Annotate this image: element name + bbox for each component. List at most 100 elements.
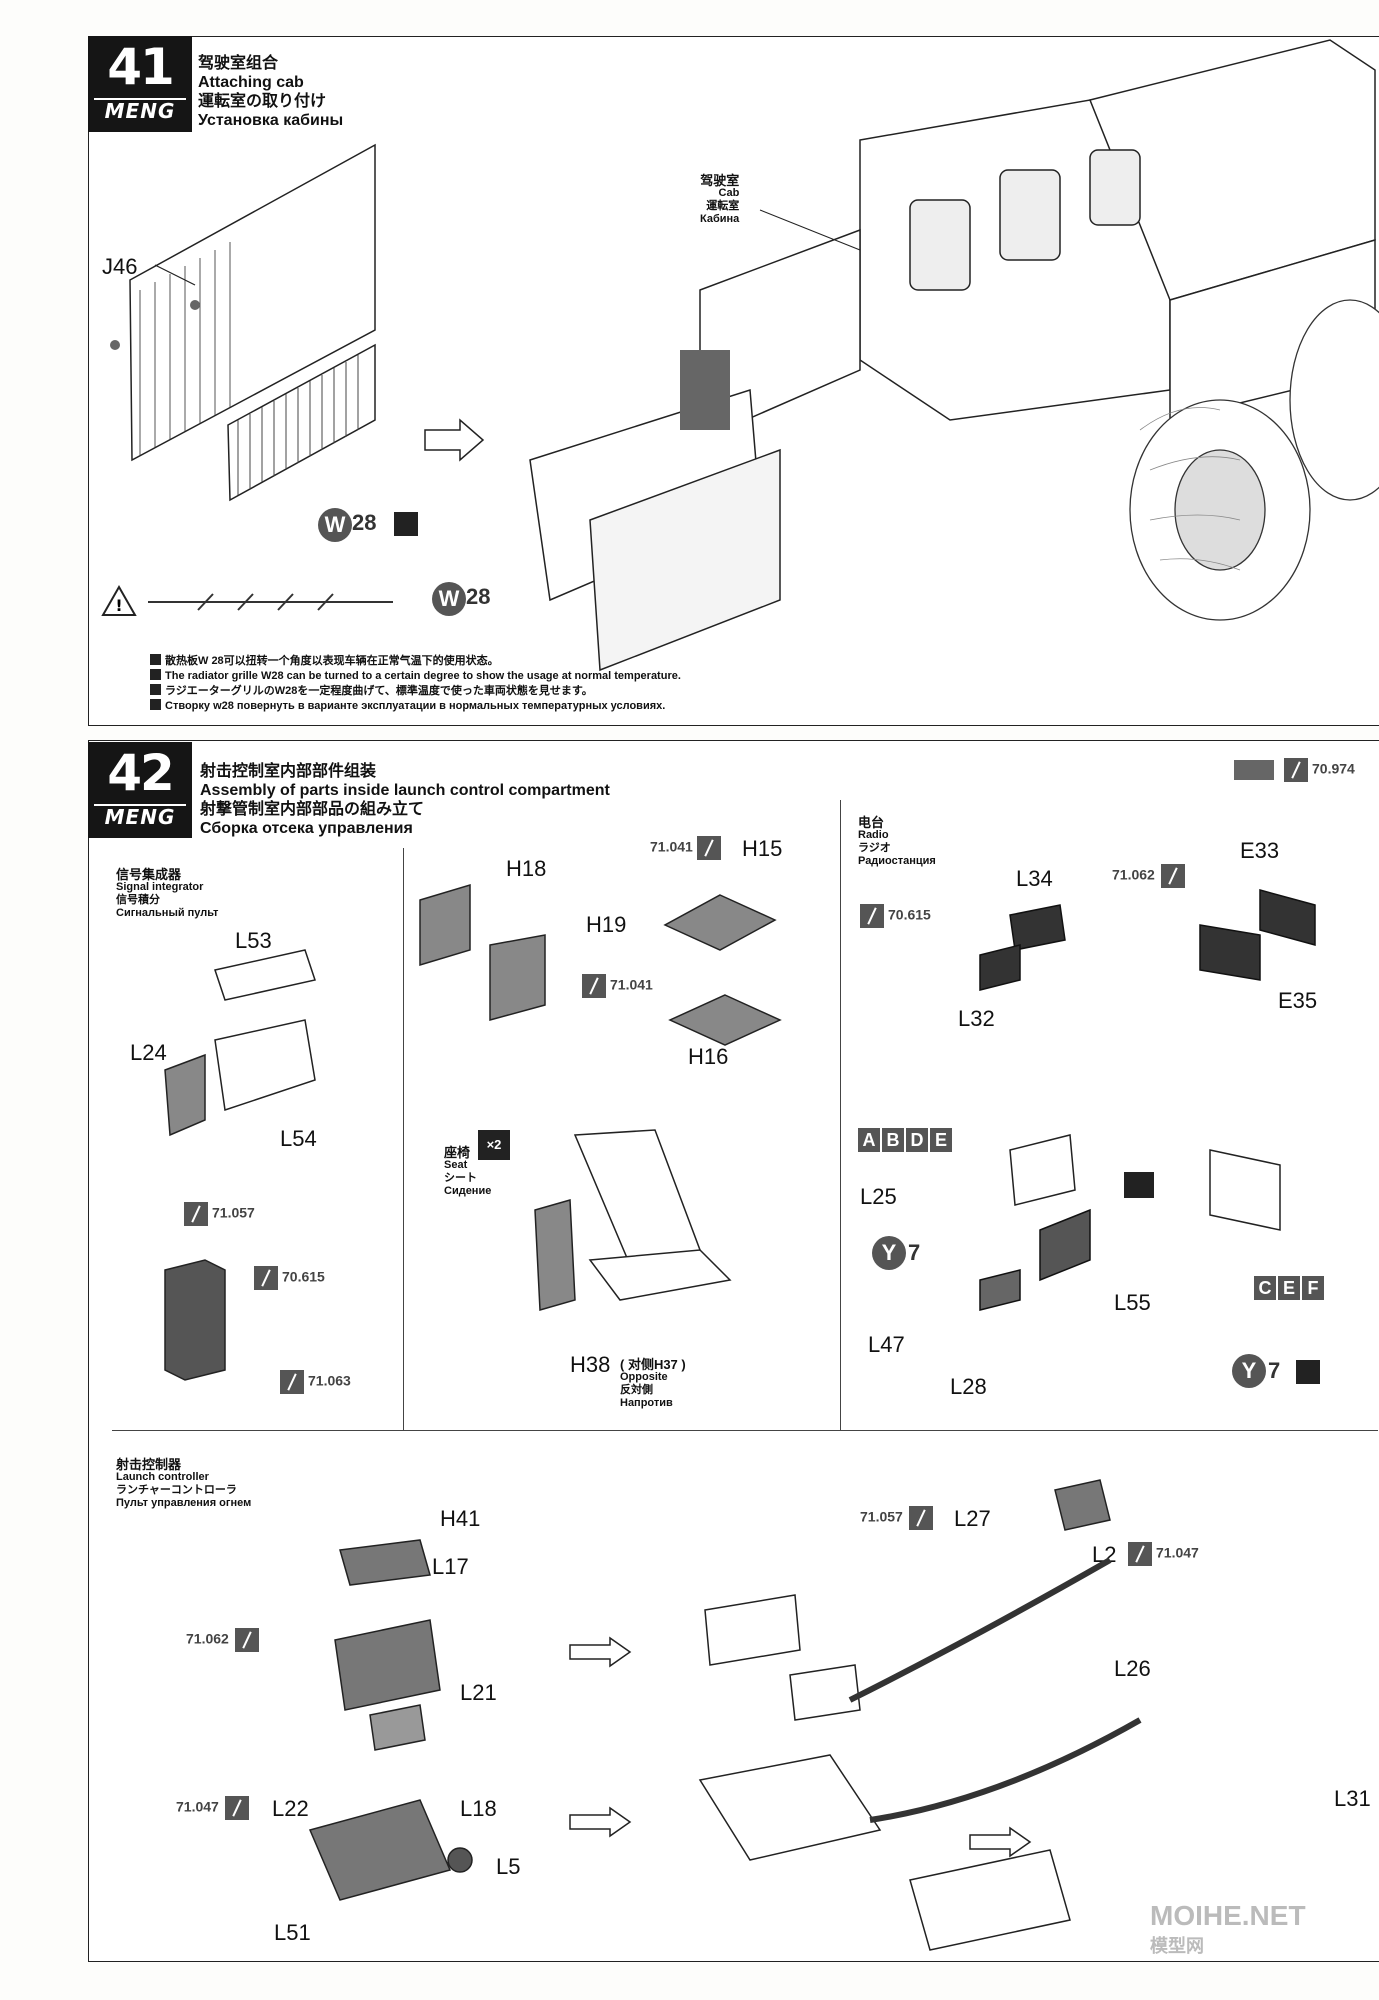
brand-logo-42: MENG (94, 804, 186, 828)
launch-ru: Пульт управления огнем (116, 1497, 252, 1509)
paint-code: 70.615 (282, 1268, 325, 1285)
signal-cn: 信号集成器 (116, 867, 182, 882)
opposite-en: Opposite (620, 1371, 668, 1383)
letter-a-badge: A (858, 1128, 880, 1152)
opposite-jp: 反対側 (620, 1384, 653, 1396)
signal-integrator-drawing (164, 949, 316, 1137)
title-cn: 驾驶室组合 (198, 55, 279, 72)
brush-icon (234, 1628, 259, 1652)
signal-integrator-label: 信号集成器 Signal integrator 信号積分 Сигнальный … (116, 868, 218, 920)
y-letter-2: Y (1241, 1358, 1257, 1383)
opposite-ru: Напротив (620, 1397, 673, 1409)
note-en: The radiator grille W28 can be turned to… (165, 670, 681, 682)
part-l47: L47 (868, 1332, 905, 1357)
glue-icon-2 (1296, 1360, 1320, 1384)
part-l54: L54 (280, 1126, 317, 1151)
launch-controller-drawing (308, 1479, 1142, 1951)
cab-label-ru: Кабина (700, 213, 740, 225)
signal-paint-1: 71.057 (184, 1202, 255, 1226)
part-l21: L21 (460, 1680, 497, 1705)
paint-code: 71.041 (650, 838, 693, 855)
divider-v2 (840, 800, 841, 1430)
launch-en: Launch controller (116, 1471, 209, 1483)
part-w28-number-2: 28 (466, 584, 491, 609)
glue-icon (394, 512, 418, 536)
radio-en: Radio (858, 829, 889, 841)
part-h18: H18 (506, 856, 547, 881)
signal-paint-3: 71.063 (280, 1370, 351, 1394)
brush-icon (184, 1202, 208, 1226)
paint-swatch-icon (1234, 760, 1274, 780)
part-y7-number-2: 7 (1268, 1358, 1281, 1383)
seat-cn: 座椅 (444, 1145, 471, 1160)
step-41-titles: 驾驶室组合 Attaching cab 運転室の取り付け Установка к… (198, 54, 343, 130)
brush-icon (1128, 1542, 1152, 1566)
part-h16: H16 (688, 1044, 729, 1069)
part-l5: L5 (496, 1854, 521, 1879)
part-e35: E35 (1278, 988, 1318, 1013)
step-42-titles: 射击控制室内部部件组装 Assembly of parts inside lau… (200, 762, 610, 838)
seat-parts-drawing (419, 883, 782, 1311)
step-41-notes: 散热板W 28可以扭转一个角度以表现车辆在正常气温下的使用状态。 The rad… (150, 654, 681, 714)
signal-paint-2: 70.615 (254, 1266, 325, 1290)
note-jp: ラジエーターグリルのW28を一定程度曲げて、標準温度で使った車両状態を見せます。 (165, 685, 593, 697)
title-ru: Установка кабины (198, 112, 344, 129)
brush-icon (696, 836, 721, 860)
radio-paint-2: 71.062 (1112, 864, 1189, 888)
title-ru-42: Сборка отсека управления (200, 820, 413, 837)
paint-brush-icon (1284, 758, 1308, 782)
radio-label: 电台 Radio ラジオ Радиостанция (858, 816, 936, 868)
part-l53: L53 (235, 928, 272, 953)
part-e33: E33 (1240, 838, 1280, 863)
signal-ru: Сигнальный пульт (116, 907, 219, 919)
note-ru: Створку w28 повернуть в варианте эксплуа… (165, 700, 666, 712)
part-w28-marker-2: W (432, 582, 466, 616)
seat-paint-2: 71.041 (582, 974, 653, 998)
step-42-panel (88, 740, 1379, 1962)
signal-jp: 信号積分 (116, 894, 160, 906)
launch-paint-4: 71.047 (1128, 1542, 1199, 1566)
w-letter: W (324, 512, 346, 537)
step-42-number: 42 MENG (88, 742, 192, 838)
title-en-42: Assembly of parts inside launch control … (200, 782, 610, 799)
paint-code: 71.057 (212, 1204, 255, 1221)
title-en: Attaching cab (198, 74, 304, 91)
cab-label: 驾驶室 Cab 運転室 Кабина (700, 174, 739, 226)
part-l31: L31 (1334, 1786, 1371, 1811)
brush-icon (280, 1370, 304, 1394)
launch-paint-2: 71.047 (176, 1796, 253, 1820)
opposite-cn: ( 对侧H37 ) (620, 1357, 686, 1372)
part-l26: L26 (1114, 1656, 1151, 1681)
opposite-label: ( 对侧H37 ) Opposite 反対側 Напротив (620, 1358, 686, 1410)
paint-code: 71.062 (1112, 866, 1155, 883)
step-number-42: 42 (107, 744, 175, 802)
part-l18: L18 (460, 1796, 497, 1821)
radio-parts-drawing (979, 889, 1316, 1311)
letter-f-badge: F (1302, 1276, 1324, 1300)
grille-angle-diagram (148, 593, 393, 611)
letter-e-badge: E (930, 1128, 952, 1152)
launch-paint-1: 71.062 (186, 1628, 263, 1652)
part-l27: L27 (954, 1506, 991, 1531)
launch-cn: 射击控制器 (116, 1457, 182, 1472)
paint-code: 71.041 (610, 976, 653, 993)
paint-code: 71.047 (176, 1798, 219, 1815)
part-l17: L17 (432, 1554, 469, 1579)
brush-icon (860, 904, 884, 928)
part-y7-number: 7 (908, 1240, 921, 1265)
part-j46: J46 (102, 254, 138, 279)
paint-code: 70.615 (888, 906, 931, 923)
site-watermark: MOIHE.NET 模型网 (1150, 1900, 1306, 1958)
launch-paint-3: 71.057 (860, 1506, 937, 1530)
brand-logo: MENG (94, 98, 186, 122)
brush-icon (908, 1506, 933, 1530)
brush-icon (582, 974, 606, 998)
seat-paint-1: 71.041 (650, 836, 725, 860)
paint-code: 71.057 (860, 1508, 903, 1525)
part-h15: H15 (742, 836, 783, 861)
part-l34: L34 (1016, 866, 1053, 891)
title-jp: 運転室の取り付け (198, 93, 327, 110)
cab-label-jp: 運転室 (706, 200, 740, 212)
letter-b-badge: B (882, 1128, 904, 1152)
